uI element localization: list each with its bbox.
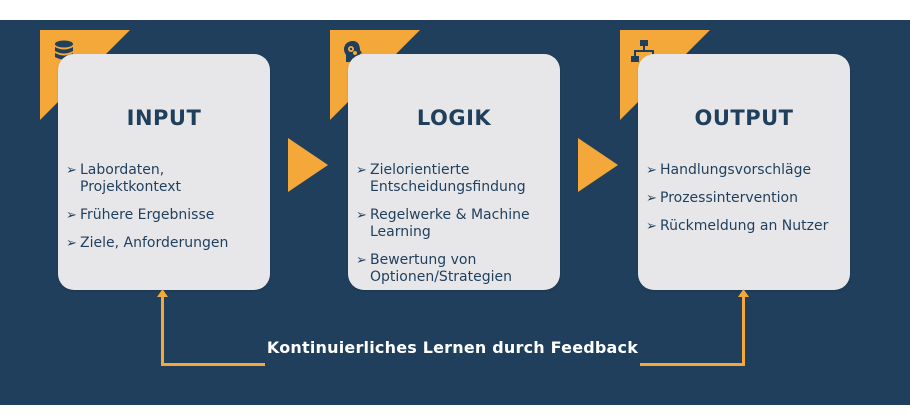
list-item: ➢Rückmeldung an Nutzer bbox=[646, 218, 829, 234]
list-item: ➢Ziele, Anforderungen bbox=[66, 235, 229, 251]
feedback-arrowhead-right bbox=[738, 289, 749, 297]
chevron-right-icon: ➢ bbox=[66, 208, 77, 223]
flow-arrow-1 bbox=[288, 138, 328, 192]
list-item: ➢Bewertung von Optionen/Strategien bbox=[356, 252, 513, 285]
output-box: OUTPUT ➢Handlungsvorschläge ➢Prozessinte… bbox=[620, 30, 855, 290]
output-card: OUTPUT ➢Handlungsvorschläge ➢Prozessinte… bbox=[638, 54, 850, 290]
chevron-right-icon: ➢ bbox=[646, 163, 657, 178]
chevron-right-icon: ➢ bbox=[356, 208, 367, 223]
chevron-right-icon: ➢ bbox=[66, 163, 77, 178]
chevron-right-icon: ➢ bbox=[356, 253, 367, 268]
input-card: INPUT ➢Labordaten, Projektkontext ➢Frühe… bbox=[58, 54, 270, 290]
logik-list: ➢Zielorientierte Entscheidungsfindung ➢R… bbox=[356, 162, 556, 297]
feedback-line-left-horizontal bbox=[161, 363, 265, 366]
list-item: ➢Handlungsvorschläge bbox=[646, 162, 812, 178]
feedback-line-right-vertical bbox=[742, 296, 745, 366]
feedback-label: Kontinuierliches Lernen durch Feedback bbox=[266, 338, 639, 357]
list-item: ➢Labordaten, Projektkontext bbox=[66, 162, 181, 195]
input-title: INPUT bbox=[126, 106, 202, 130]
output-list: ➢Handlungsvorschläge ➢Prozessinterventio… bbox=[646, 162, 846, 246]
logik-box: LOGIK ➢Zielorientierte Entscheidungsfind… bbox=[330, 30, 565, 290]
list-item: ➢Regelwerke & Machine Learning bbox=[356, 207, 530, 240]
list-item: ➢Zielorientierte Entscheidungsfindung bbox=[356, 162, 526, 195]
logik-title: LOGIK bbox=[416, 106, 492, 130]
flow-arrow-2 bbox=[578, 138, 618, 192]
list-item: ➢Frühere Ergebnisse bbox=[66, 207, 215, 223]
feedback-line-right-horizontal bbox=[640, 363, 745, 366]
logik-card: LOGIK ➢Zielorientierte Entscheidungsfind… bbox=[348, 54, 560, 290]
list-item: ➢Prozessintervention bbox=[646, 190, 798, 206]
chevron-right-icon: ➢ bbox=[66, 236, 77, 251]
input-box: INPUT ➢Labordaten, Projektkontext ➢Frühe… bbox=[40, 30, 275, 290]
feedback-arrowhead-left bbox=[157, 289, 168, 297]
feedback-line-left-vertical bbox=[161, 296, 164, 366]
chevron-right-icon: ➢ bbox=[646, 191, 657, 206]
chevron-right-icon: ➢ bbox=[356, 163, 367, 178]
output-title: OUTPUT bbox=[694, 106, 794, 130]
input-list: ➢Labordaten, Projektkontext ➢Frühere Erg… bbox=[66, 162, 266, 263]
chevron-right-icon: ➢ bbox=[646, 219, 657, 234]
